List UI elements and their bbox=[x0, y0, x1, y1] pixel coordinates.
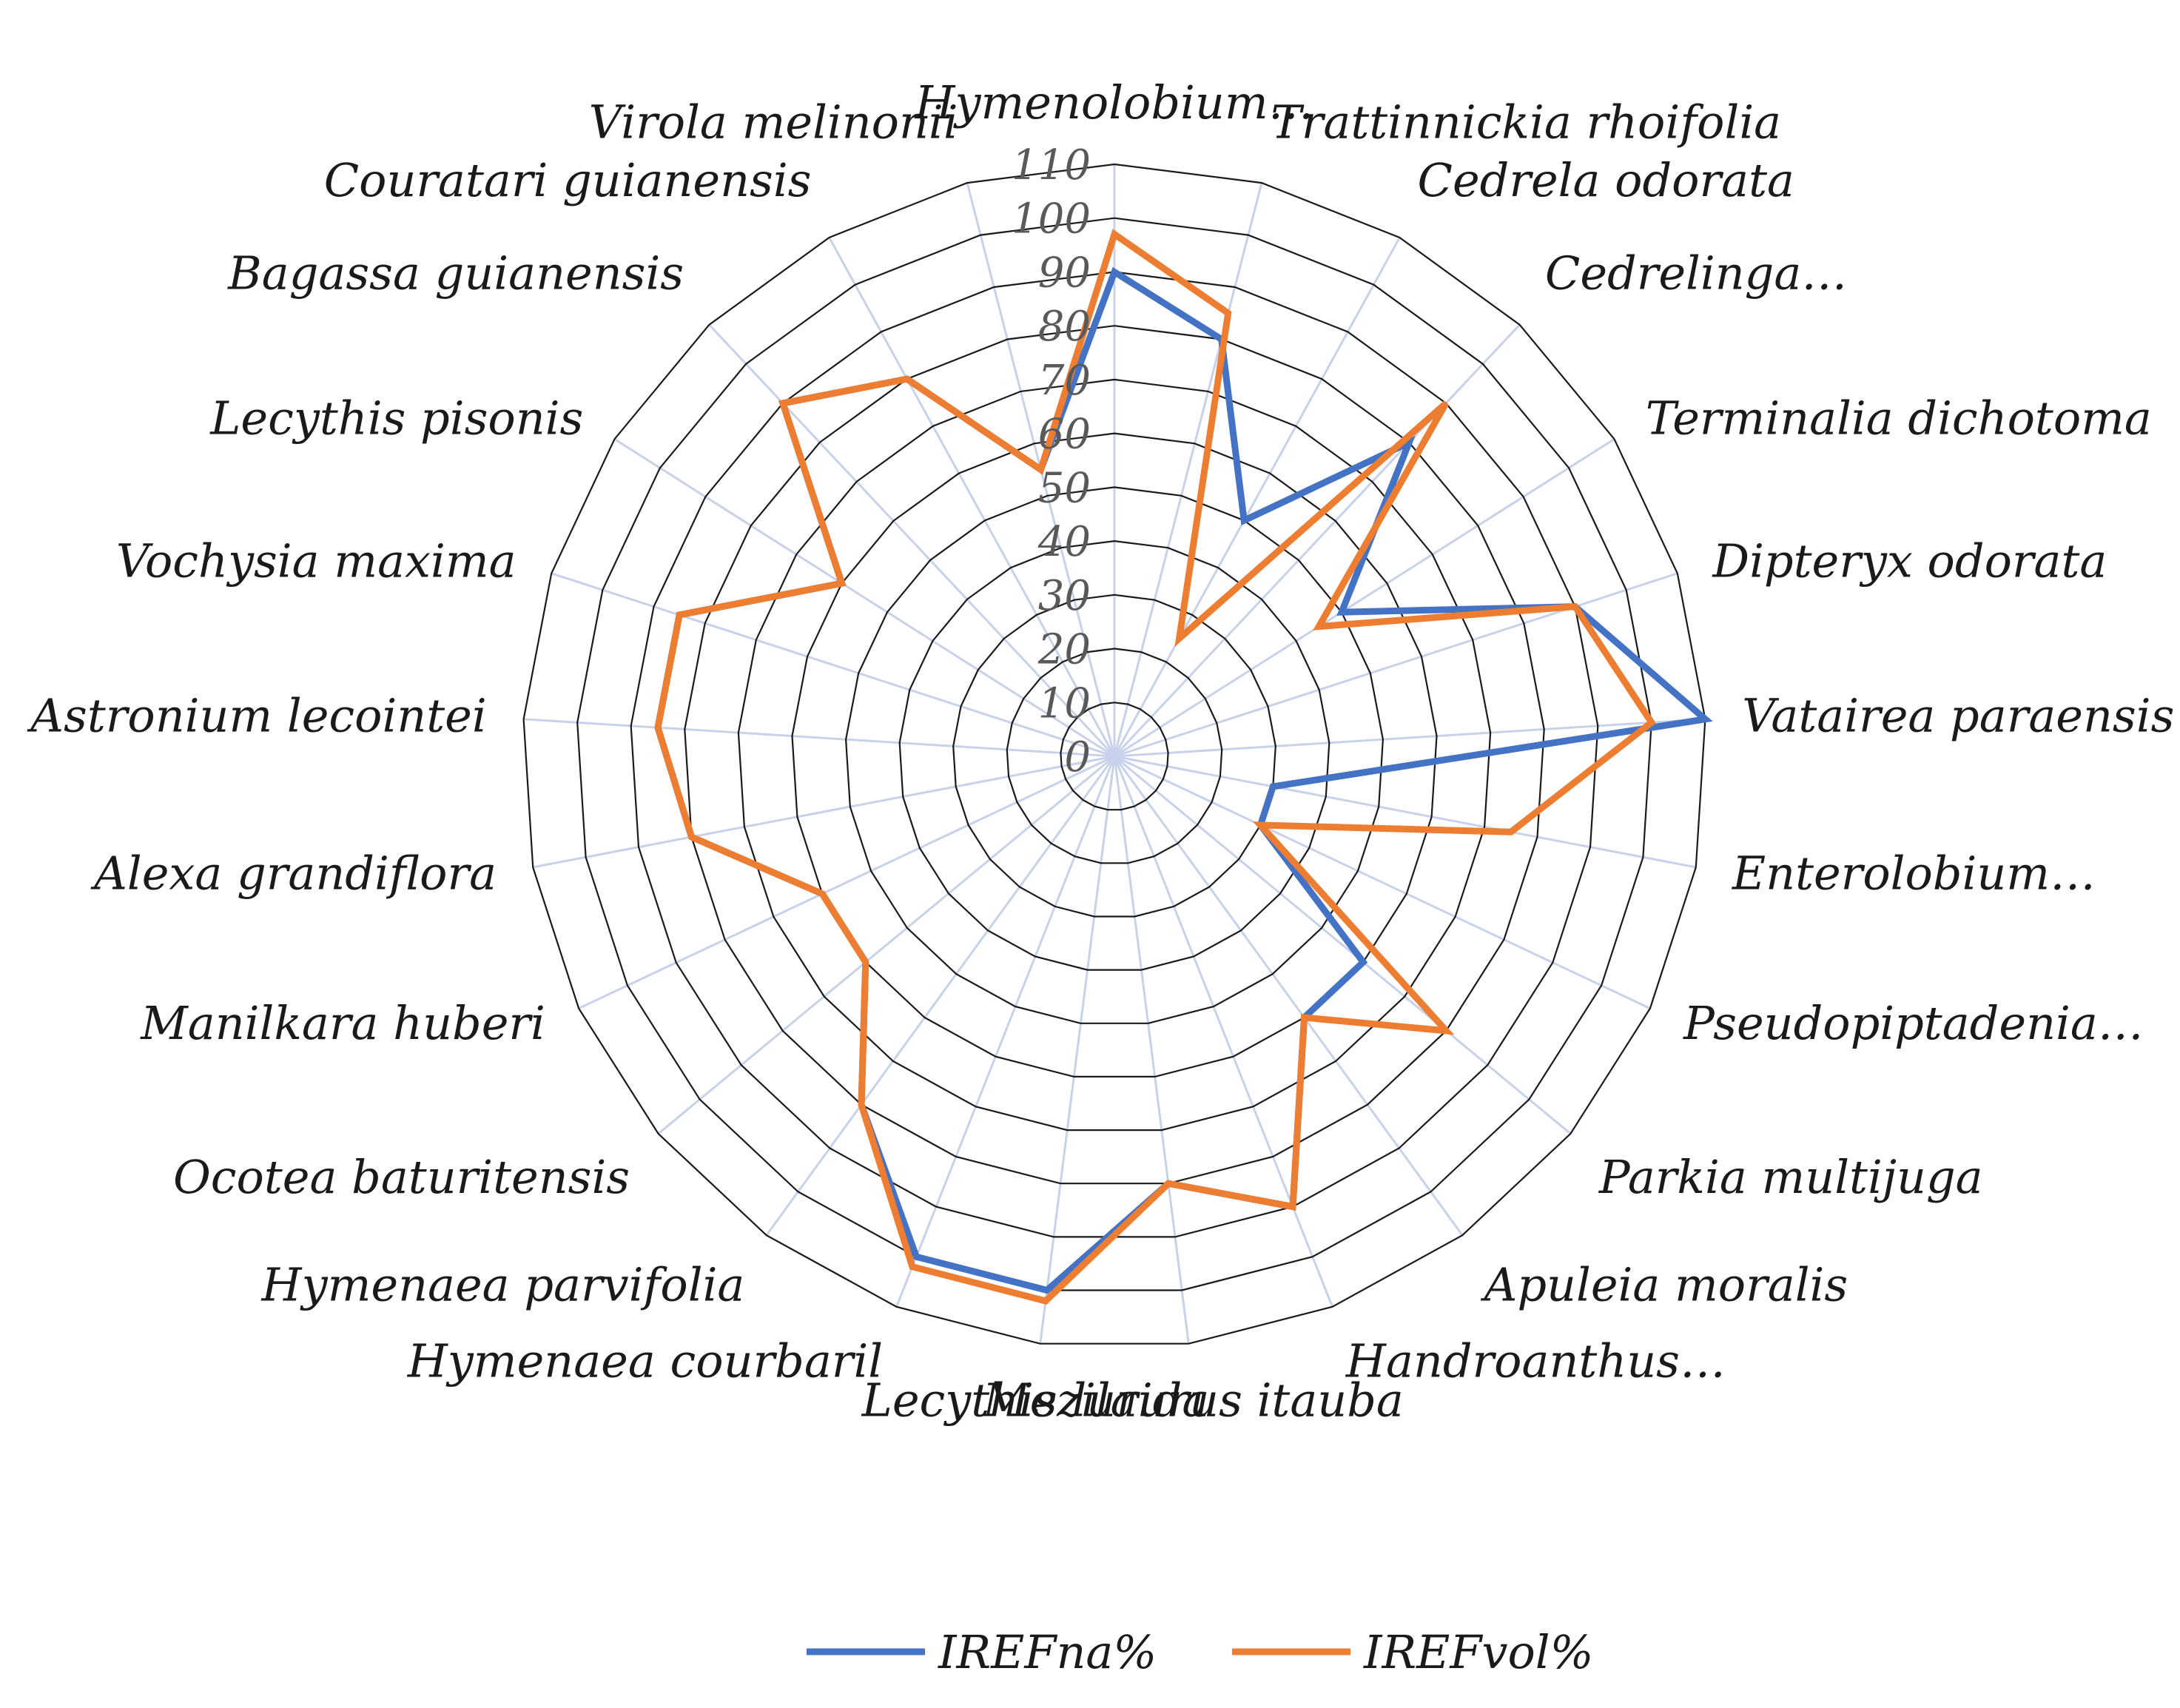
category-label: Terminalia dichotoma bbox=[1646, 391, 2152, 446]
tick-label: 110 bbox=[1012, 141, 1091, 189]
grid-ring bbox=[522, 163, 1706, 1345]
category-label: Parkia multijuga bbox=[1598, 1150, 1983, 1204]
category-label: Alexa grandiflora bbox=[90, 846, 497, 900]
tick-label: 0 bbox=[1064, 733, 1091, 781]
grid-ring bbox=[684, 325, 1545, 1185]
spoke bbox=[1114, 755, 1697, 869]
tick-label: 10 bbox=[1038, 679, 1091, 727]
grid-ring bbox=[1006, 648, 1223, 864]
category-label: Cedrelinga… bbox=[1545, 246, 1847, 300]
tick-label: 70 bbox=[1038, 357, 1091, 405]
category-label: Hymenolobium… bbox=[914, 75, 1313, 130]
grid-ring bbox=[576, 217, 1652, 1291]
category-label: Trattinnickia rhoifolia bbox=[1271, 95, 1781, 149]
category-label: Hymenaea courbaril bbox=[407, 1334, 883, 1388]
tick-label: 90 bbox=[1038, 249, 1091, 297]
spoke bbox=[1114, 572, 1678, 758]
category-label: Apuleia moralis bbox=[1481, 1258, 1848, 1312]
category-label: Handroanthus… bbox=[1345, 1334, 1726, 1388]
category-label: Ocotea baturitensis bbox=[173, 1150, 630, 1204]
radial-spokes bbox=[523, 164, 1706, 1344]
radial-tick-labels: 0 10 20 30 40 50 60 70 80 90 100 110 bbox=[1012, 141, 1091, 781]
tick-label: 40 bbox=[1037, 518, 1091, 566]
series-line-irefna- bbox=[654, 266, 1713, 1294]
spoke bbox=[1113, 323, 1521, 758]
category-label: Dipteryx odorata bbox=[1712, 534, 2107, 588]
spoke bbox=[523, 718, 1115, 758]
category-label: Virola melinonii bbox=[589, 95, 958, 149]
category-label: Hymenaea parvifolia bbox=[261, 1258, 745, 1312]
spoke bbox=[551, 572, 1115, 758]
spoke bbox=[1114, 755, 1651, 1009]
grid-ring bbox=[952, 594, 1276, 918]
legend: IREFna% IREFvol% bbox=[807, 1625, 1594, 1679]
tick-label: 20 bbox=[1037, 626, 1091, 674]
spoke bbox=[1114, 718, 1706, 758]
grid-ring bbox=[898, 539, 1330, 971]
category-label: Lecythis lurida bbox=[861, 1373, 1210, 1427]
series-line-irefvol- bbox=[654, 229, 1656, 1305]
tick-label: 60 bbox=[1038, 411, 1091, 459]
spoke bbox=[708, 323, 1116, 758]
category-label: Pseudopiptadenia… bbox=[1683, 996, 2144, 1050]
category-label: Enterolobium… bbox=[1732, 846, 2096, 900]
spoke bbox=[578, 755, 1115, 1009]
spoke bbox=[765, 756, 1116, 1237]
spoke bbox=[828, 237, 1116, 757]
spoke bbox=[657, 755, 1115, 1135]
category-label: Vochysia maxima bbox=[116, 534, 517, 588]
category-label: Bagassa guianensis bbox=[227, 246, 684, 300]
category-label: Lecythis pisonis bbox=[209, 391, 583, 446]
grid-ring bbox=[737, 378, 1492, 1132]
grid-rings bbox=[522, 163, 1706, 1345]
data-series bbox=[654, 229, 1713, 1305]
spoke bbox=[1113, 756, 1333, 1308]
spoke bbox=[1114, 755, 1572, 1135]
spoke bbox=[613, 438, 1115, 758]
spoke bbox=[1113, 182, 1263, 757]
spoke bbox=[1113, 237, 1401, 757]
legend-label-irefvol: IREFvol% bbox=[1363, 1625, 1594, 1679]
legend-label-irefna: IREFna% bbox=[938, 1625, 1157, 1679]
spoke bbox=[532, 755, 1115, 869]
tick-label: 50 bbox=[1038, 464, 1091, 512]
category-labels: Hymenolobium…Trattinnickia rhoifoliaCedr… bbox=[27, 75, 2174, 1427]
tick-label: 100 bbox=[1012, 195, 1091, 243]
spoke bbox=[1114, 438, 1615, 758]
category-label: Mezilaurus itauba bbox=[982, 1373, 1404, 1427]
tick-label: 30 bbox=[1038, 572, 1091, 620]
grid-ring bbox=[791, 432, 1438, 1078]
grid-ring bbox=[1060, 702, 1169, 811]
spoke bbox=[895, 756, 1116, 1308]
tick-label: 80 bbox=[1038, 303, 1091, 351]
category-label: Cedrela odorata bbox=[1418, 153, 1794, 207]
category-label: Vatairea paraensis bbox=[1742, 689, 2174, 743]
spoke bbox=[1113, 756, 1464, 1237]
category-label: Manilkara huberi bbox=[140, 996, 545, 1050]
category-label: Astronium lecointei bbox=[27, 689, 486, 743]
category-label: Couratari guianensis bbox=[324, 153, 812, 207]
spoke bbox=[1039, 756, 1116, 1344]
spoke bbox=[1113, 756, 1190, 1344]
